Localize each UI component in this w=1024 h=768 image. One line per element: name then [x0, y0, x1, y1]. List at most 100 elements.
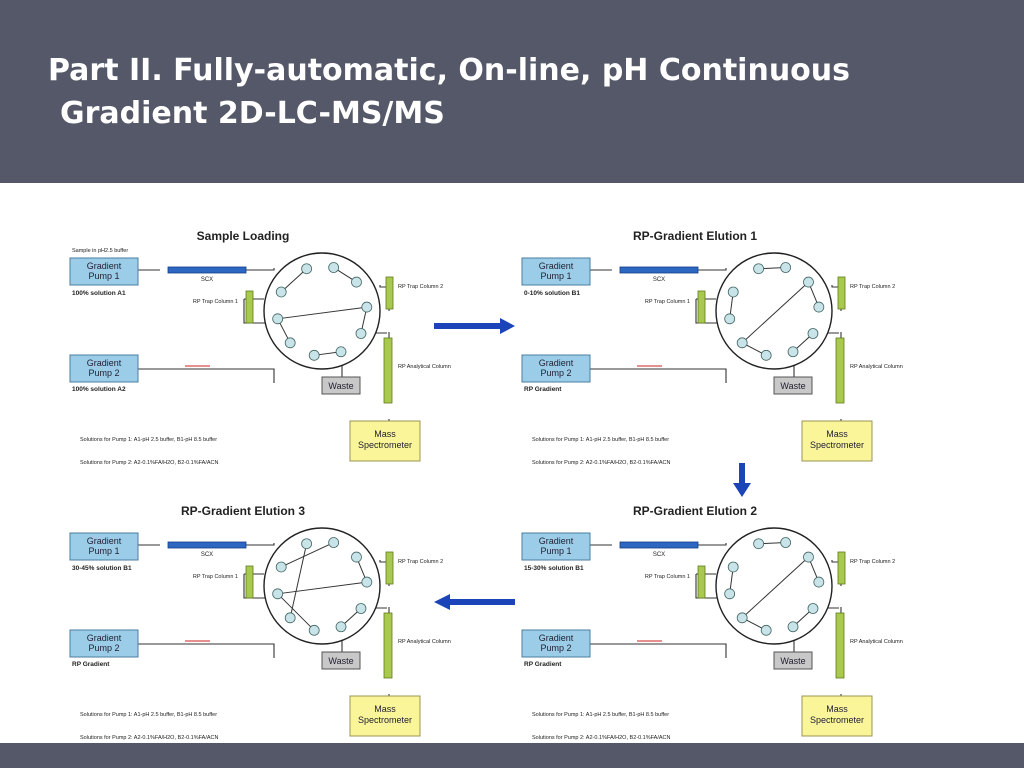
valve-port: [803, 551, 814, 563]
pump-2-solutions: Solutions for Pump 2: A2-0.1%FA/H2O, B2-…: [532, 460, 671, 466]
gradient-pump-1: [521, 257, 591, 286]
valve-port: [361, 301, 373, 313]
gradient-pump-1: [69, 257, 139, 286]
valve-port: [760, 624, 772, 636]
slide-header: Part II. Fully-automatic, On-line, pH Co…: [0, 0, 1024, 183]
sample-note: Sample in pH2.5 buffer: [72, 248, 128, 254]
pump-2-solutions: Solutions for Pump 2: A2-0.1%FA/H2O, B2-…: [80, 460, 219, 466]
mass-spec-label-line-2: Spectrometer: [810, 440, 864, 450]
valve-port: [780, 262, 792, 273]
pump-2-label-line-1: Gradient: [539, 633, 574, 643]
pump-2-label-line-2: Pump 2: [540, 643, 571, 653]
analytical-column-label: RP Analytical Column: [850, 364, 903, 370]
trap-column-2-label: RP Trap Column 2: [850, 284, 895, 290]
valve-port: [351, 276, 362, 288]
tubing-line: [590, 643, 727, 658]
trap-column-1-label: RP Trap Column 1: [193, 574, 238, 580]
scx-column: [619, 266, 699, 274]
tubing-line: [138, 643, 275, 658]
valve-port: [335, 621, 347, 633]
valve-port: [275, 286, 287, 298]
panel-title: RP-Gradient Elution 2: [633, 504, 757, 518]
slide-footer: [0, 743, 1024, 768]
waste-container: [321, 651, 361, 670]
scx-label: SCX: [201, 552, 213, 558]
valve-port: [272, 313, 284, 325]
valve-port: [351, 551, 362, 563]
valve-channel: [277, 581, 367, 595]
switching-valve: [715, 252, 833, 370]
waste-label: Waste: [780, 656, 805, 666]
pump-1-note: 100% solution A1: [72, 290, 126, 297]
panel-title: RP-Gradient Elution 3: [181, 504, 305, 518]
valve-port: [272, 588, 284, 600]
valve-port: [284, 337, 296, 349]
valve-channel: [741, 281, 809, 344]
gradient-pump-1: [69, 532, 139, 561]
valve-port: [275, 561, 287, 573]
pump-1-solutions: Solutions for Pump 1: A1-pH 2.5 buffer, …: [532, 437, 669, 443]
valve-channel: [741, 556, 809, 619]
analytical-column-label: RP Analytical Column: [398, 639, 451, 645]
pump-2-solutions: Solutions for Pump 2: A2-0.1%FA/H2O, B2-…: [80, 735, 219, 741]
pump-1-label-line-2: Pump 1: [540, 546, 571, 556]
valve-port: [787, 346, 799, 358]
pump-1-label-line-2: Pump 1: [88, 546, 119, 556]
pump-2-label-line-1: Gradient: [539, 358, 574, 368]
pump-1-note: 15-30% solution B1: [524, 565, 584, 572]
mass-spectrometer: [349, 420, 421, 462]
tubing-line: [697, 268, 727, 271]
valve-port: [727, 286, 739, 298]
rp-trap-column-2: [385, 276, 394, 310]
valve-port: [724, 588, 736, 600]
analytical-column-label: RP Analytical Column: [850, 639, 903, 645]
pump-2-label-line-2: Pump 2: [540, 368, 571, 378]
valve-port: [807, 328, 819, 339]
tubing-line: [138, 368, 275, 383]
mass-spectrometer: [801, 695, 873, 737]
slide-title-line-1: Part II. Fully-automatic, On-line, pH Co…: [48, 53, 851, 88]
trap-column-1-label: RP Trap Column 1: [645, 574, 690, 580]
valve-port: [301, 263, 313, 275]
tubing-line: [590, 368, 727, 383]
valve-port: [361, 576, 373, 588]
valve-port: [284, 612, 296, 624]
valve-port: [803, 276, 814, 288]
pump-2-solutions: Solutions for Pump 2: A2-0.1%FA/H2O, B2-…: [532, 735, 671, 741]
pump-2-label-line-1: Gradient: [87, 633, 122, 643]
valve-port: [736, 337, 748, 349]
valve-port: [355, 603, 367, 614]
pump-2-note: RP Gradient: [524, 386, 562, 393]
mass-spec-label-line-1: Mass: [374, 429, 396, 439]
pump-2-label-line-1: Gradient: [87, 358, 122, 368]
waste-label: Waste: [328, 381, 353, 391]
scx-label: SCX: [201, 277, 213, 283]
slide-title-line-2: Gradient 2D-LC-MS/MS: [60, 96, 445, 131]
pump-2-note: 100% solution A2: [72, 386, 126, 393]
waste-container: [321, 376, 361, 395]
valve-port: [335, 346, 347, 358]
mass-spec-label-line-1: Mass: [826, 429, 848, 439]
valve-port: [724, 313, 736, 325]
pump-1-label-line-1: Gradient: [87, 536, 122, 546]
rp-analytical-column: [383, 612, 393, 679]
valve-port: [308, 349, 320, 361]
pump-2-note: RP Gradient: [72, 661, 110, 668]
valve-port: [355, 328, 367, 339]
rp-analytical-column: [835, 337, 845, 404]
pump-2-label-line-2: Pump 2: [88, 643, 119, 653]
scx-column: [619, 541, 699, 549]
mass-spec-label-line-1: Mass: [374, 704, 396, 714]
trap-column-2-label: RP Trap Column 2: [398, 559, 443, 565]
analytical-column-label: RP Analytical Column: [398, 364, 451, 370]
valve-channel: [277, 593, 315, 631]
trap-column-1-label: RP Trap Column 1: [193, 299, 238, 305]
trap-column-2-label: RP Trap Column 2: [850, 559, 895, 565]
valve-port: [753, 263, 765, 275]
mass-spec-label-line-1: Mass: [826, 704, 848, 714]
gradient-pump-2: [521, 354, 591, 383]
scx-label: SCX: [653, 277, 665, 283]
